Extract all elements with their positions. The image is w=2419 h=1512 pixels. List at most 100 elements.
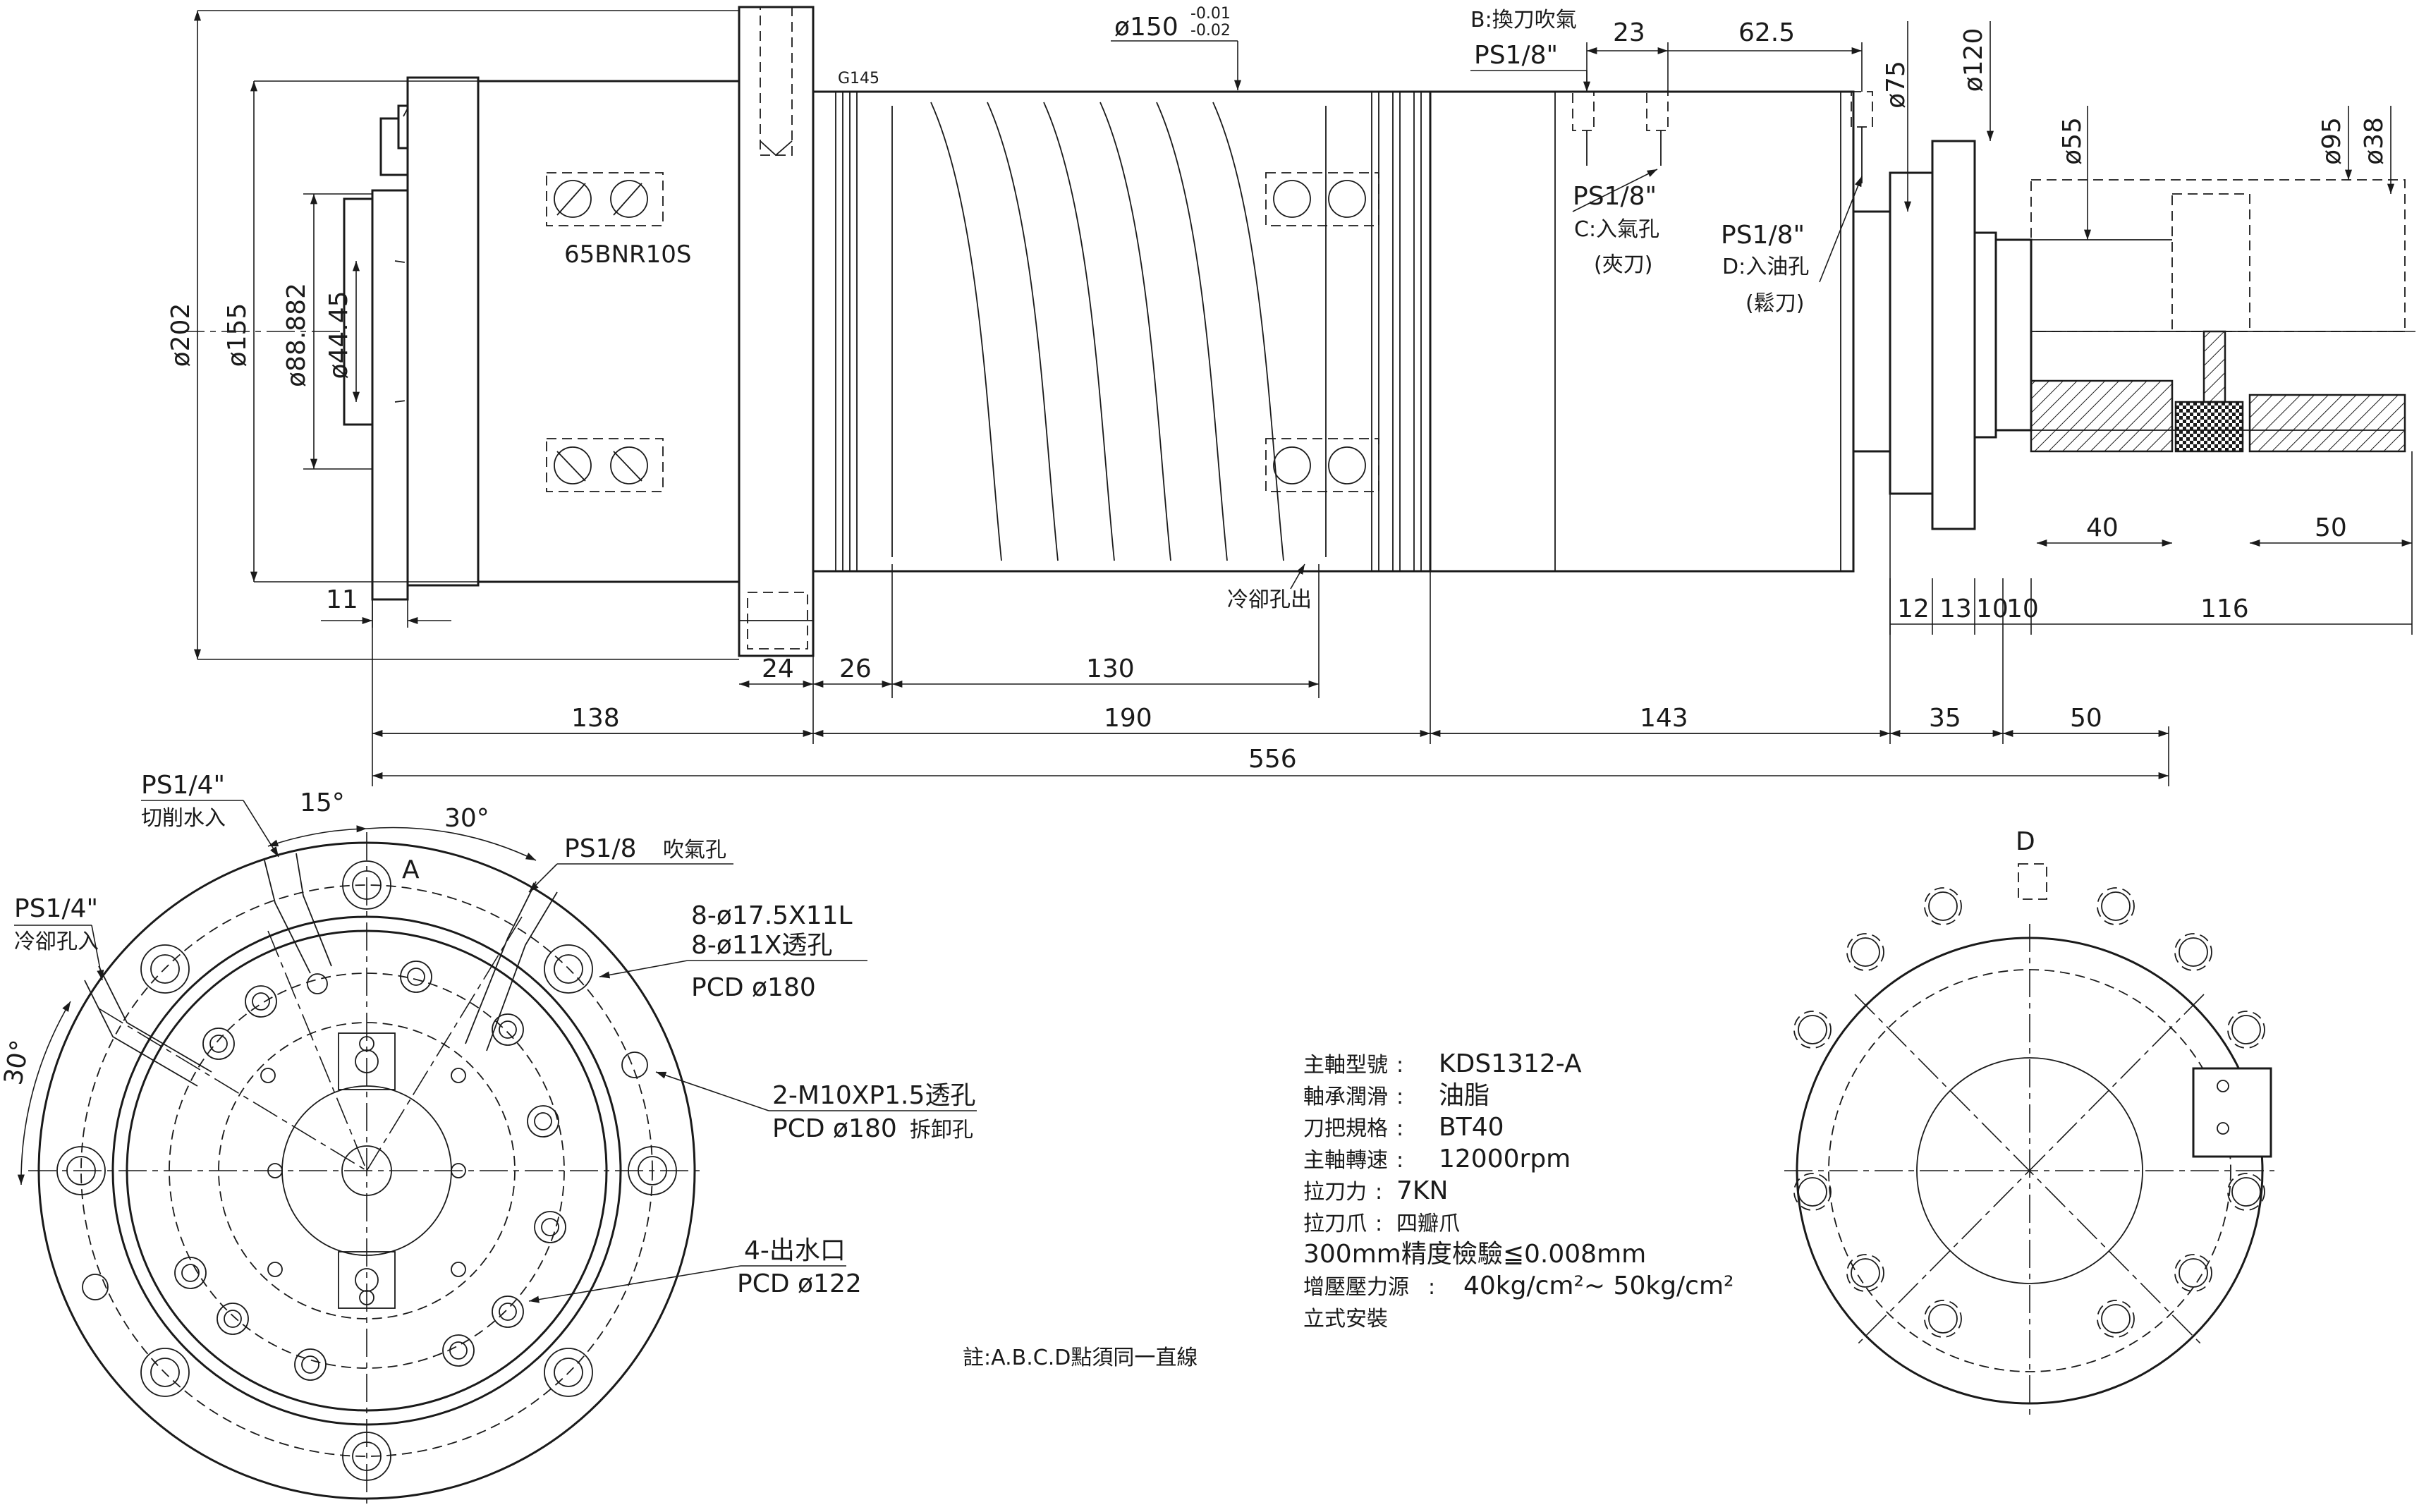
mount-line1: 8-ø17.5X11L <box>691 901 853 930</box>
tap-note: 拆卸孔 <box>910 1118 973 1142</box>
spec-colon-force: : <box>1375 1180 1382 1205</box>
dim-40: 40 <box>2086 513 2119 542</box>
spec-accuracy: 300mm精度檢驗≦0.008mm <box>1303 1240 1646 1269</box>
port-c-note: (夾刀) <box>1594 252 1652 277</box>
water-out-line1: 4-出水口 <box>744 1236 846 1265</box>
spec-colon-lube: : <box>1396 1085 1403 1109</box>
dim-10a: 10 <box>1976 595 2009 623</box>
rear-view: D <box>1784 827 2274 1418</box>
spec-label-holder: 刀把規格 <box>1303 1116 1388 1141</box>
tap-pcd: PCD ø180 <box>772 1114 897 1143</box>
angle-30-top: 30° <box>444 804 489 833</box>
spec-colon-holder: : <box>1396 1116 1403 1141</box>
coolant-name: 冷卻孔入 <box>14 929 99 954</box>
front-housing <box>1429 90 1873 573</box>
dim-38: ø38 <box>2360 117 2389 165</box>
dims-row1: 11 24 26 130 12 13 10 10 116 <box>321 451 2413 698</box>
spec-value-model: KDS1312-A <box>1439 1049 1582 1078</box>
port-d-note: (鬆刀) <box>1745 291 1804 316</box>
spec-value-speed: 12000rpm <box>1439 1145 1571 1173</box>
dim-55: ø55 <box>2058 117 2087 165</box>
rear-holes <box>1793 887 2265 1338</box>
spec-mount: 立式安裝 <box>1303 1307 1388 1331</box>
label-mount-holes: 8-ø17.5X11L 8-ø11X透孔 PCD ø180 <box>599 901 867 1002</box>
port-d-thread: PS1/8" <box>1721 221 1805 250</box>
spec-pressure-label: 增壓壓力源 <box>1303 1275 1409 1300</box>
cooling-out-label: 冷卻孔出 <box>1227 587 1312 612</box>
dim-556: 556 <box>1248 745 1297 774</box>
spindle-nose <box>1852 140 2033 530</box>
coolant-thread: PS1/4" <box>14 894 98 923</box>
spec-label-force: 拉刀力 <box>1303 1180 1367 1205</box>
air-port-thread: PS1/8 <box>564 834 637 863</box>
port-b-name: B:換刀吹氣 <box>1470 8 1577 32</box>
water-in-thread: PS1/4" <box>141 771 225 800</box>
dim-130: 130 <box>1086 654 1135 683</box>
right-diameter-dims: ø75 ø120 ø55 ø95 ø38 <box>1882 21 2395 240</box>
top-port-dims: 23 62.5 <box>1586 18 1863 92</box>
dim-50-holder: 50 <box>2315 513 2347 542</box>
bearing-label: 65BNR10S <box>564 240 692 269</box>
dim-150-callout: ø150 -0.01 -0.02 <box>1111 5 1242 90</box>
port-c-name: C:入氣孔 <box>1574 217 1659 242</box>
spec-colon-jaw: : <box>1375 1212 1382 1236</box>
dim-116: 116 <box>2200 595 2249 623</box>
spec-label-model: 主軸型號 <box>1303 1053 1388 1078</box>
port-d-name: D:入油孔 <box>1722 255 1809 279</box>
dim-138: 138 <box>571 704 620 733</box>
label-air-port: PS1/8 吹氣孔 <box>528 834 733 893</box>
dim-50: 50 <box>2070 704 2102 733</box>
water-out-pcd: PCD ø122 <box>737 1269 862 1298</box>
dim-150: ø150 <box>1114 13 1178 42</box>
bearing-symbol-lower <box>546 438 664 492</box>
spec-colon-speed: : <box>1396 1148 1403 1173</box>
dim-190: 190 <box>1104 704 1152 733</box>
spec-pressure-colon: : <box>1428 1275 1435 1300</box>
spec-value-force: 7KN <box>1396 1176 1448 1205</box>
port-b: B:換刀吹氣 PS1/8" <box>1470 8 1591 92</box>
label-water-out: 4-出水口 PCD ø122 <box>528 1236 862 1303</box>
label-water-in: PS1/4" 切削水入 <box>141 771 279 858</box>
spec-pressure-value: 40kg/cm²~ 50kg/cm² <box>1463 1272 1733 1300</box>
dim-143: 143 <box>1640 704 1688 733</box>
dim-12: 12 <box>1897 595 1930 623</box>
mount-line2: 8-ø11X透孔 <box>691 931 832 960</box>
cooling-spiral <box>891 102 1327 561</box>
mount-hole-ring <box>56 860 677 1481</box>
label-d: D <box>2016 827 2035 856</box>
spec-label-jaw: 拉刀爪 <box>1303 1212 1367 1236</box>
tap-line1: 2-M10XP1.5透孔 <box>772 1081 975 1110</box>
alignment-note: 註:A.B.C.D點須同一直線 <box>963 1346 1198 1370</box>
rear-cap <box>343 104 565 601</box>
spindle-body: G145 冷卻孔出 <box>812 70 1432 612</box>
water-in-name: 切削水入 <box>141 806 226 831</box>
spec-value-holder: BT40 <box>1439 1113 1504 1142</box>
dim-10b: 10 <box>2006 595 2039 623</box>
spec-value-jaw: 四瓣爪 <box>1396 1212 1460 1236</box>
port-c-thread: PS1/8" <box>1573 182 1657 211</box>
port-b-thread: PS1/8" <box>1474 41 1558 70</box>
dim-95: ø95 <box>2317 117 2346 165</box>
dim-150-lower: -0.02 <box>1190 22 1231 39</box>
left-diameter-dims: ø202 ø155 ø88.882 ø44.45 <box>166 10 739 660</box>
dim-202: ø202 <box>166 303 195 367</box>
front-view: PS1/4" 切削水入 15° 30° 30° A PS1/8 吹氣孔 PS1/… <box>0 771 977 1509</box>
dim-150-upper: -0.01 <box>1190 5 1231 23</box>
water-outlet-holes <box>260 1036 466 1305</box>
inner-hole-ring <box>82 961 648 1381</box>
mount-pcd: PCD ø180 <box>691 973 816 1002</box>
dim-24: 24 <box>762 654 794 683</box>
dim-155: ø155 <box>223 303 252 367</box>
mounting-flange <box>738 6 815 657</box>
seal-grooves <box>835 91 1422 572</box>
dim-625: 62.5 <box>1738 18 1795 47</box>
dims-row2: 138 190 143 35 50 556 <box>372 494 2169 786</box>
side-view: 65BNR10S G145 <box>166 5 2415 786</box>
label-coolant-in: PS1/4" 冷卻孔入 <box>14 894 104 981</box>
spec-table: 主軸型號 : KDS1312-A 軸承潤滑 : 油脂 刀把規格 : BT40 主… <box>1303 1049 1733 1331</box>
spec-value-lube: 油脂 <box>1439 1081 1489 1110</box>
tool-holder <box>2030 179 2406 453</box>
dim-23: 23 <box>1613 18 1645 47</box>
spec-colon-model: : <box>1396 1053 1403 1078</box>
angle-30-left: 30° <box>0 1038 35 1087</box>
